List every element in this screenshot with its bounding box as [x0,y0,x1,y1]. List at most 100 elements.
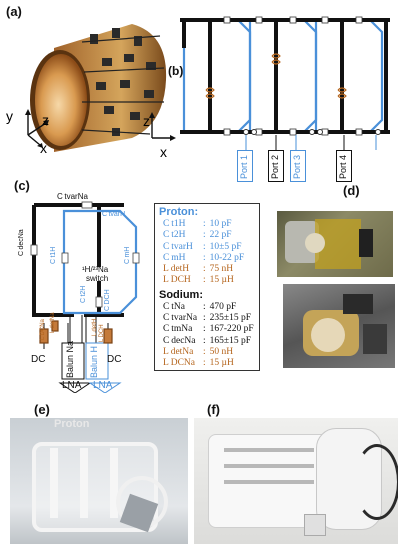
sodium-row: L detNa:50 nH [163,347,259,358]
proton-component-name: C mH [163,252,186,263]
proton-component-name: C t2H [163,230,186,241]
sodium-component-value: 235±15 pF [209,313,252,324]
sodium-loop [32,203,124,317]
cdecna-label: C decNa [18,229,25,256]
lna-2-label: LNA [93,380,113,391]
circuit-capacitors [30,201,140,308]
sodium-row: C tmNa:167-220 pF [163,324,259,335]
sodium-component-name: L detNa [163,346,194,357]
photo-d-bottom [283,284,395,368]
single-element-circuit [30,201,140,393]
switch-label-bottom: switch [86,274,109,283]
port-1-label: Port 1 [239,154,249,179]
sodium-component-name: L DCNa [163,358,195,369]
photo-e-label: Proton [54,418,90,430]
panel-label-d: (d) [343,183,360,198]
switch-label-top: ¹H/²³Na [82,265,109,274]
coil-components [90,28,156,136]
proton-separator: : [203,252,206,263]
balun-h-label: Balun H [89,345,99,378]
cmh-label: C mH [124,246,131,264]
proton-separator: : [203,275,206,286]
proton-separator: : [203,264,206,275]
port-2-label: Port 2 [270,154,280,179]
ctvarna-label: C tvarNa [57,192,88,201]
proton-component-value: 10 pF [209,219,232,229]
port-3-box: Port 3 [290,150,306,182]
axis-x-label: x [40,140,47,156]
port-3-label: Port 3 [292,154,302,179]
sodium-separator: : [203,335,206,346]
proton-row: L detH:75 nH [163,264,259,275]
proton-component-value: 75 nH [209,264,234,275]
sodium-separator: : [203,324,206,335]
ldeth-label: L detH [92,318,98,336]
ct1h-label: C t1H [50,246,57,264]
sodium-component-value: 165±15 pF [209,335,252,346]
proton-row: C mH:10-22 pF [163,253,259,264]
sodium-component-value: 470 pF [209,301,237,312]
proton-loops [182,18,384,134]
sodium-row: L DCNa:15 µH [163,358,259,369]
sodium-rails [180,18,390,134]
axes-b [149,112,176,141]
axes-a [25,109,49,148]
cdch-label: C DCH [104,289,111,311]
sodium-separator: : [203,313,206,324]
sodium-separator: : [203,358,206,369]
dc-2-label: DC [107,354,122,365]
proton-row: C t2H:22 pF [163,230,259,241]
proton-loop [62,209,138,315]
proton-separator: : [203,230,206,241]
port-4-label: Port 4 [338,154,348,179]
lna-h-triangle [88,382,122,393]
axis-b-z-label: z [143,113,150,129]
ldcna-label: L DCNa [40,319,46,340]
proton-component-name: C t1H [163,219,186,229]
panel-label-c: (c) [14,178,30,193]
coil-tap-points [243,129,381,135]
ldch-label: L DCH [99,324,105,342]
proton-component-value: 10-22 pF [209,252,245,263]
sodium-separator: : [203,346,206,357]
sodium-component-value: 167-220 pF [209,324,254,335]
port-1-box: Port 1 [237,150,253,182]
proton-row: C tvarH:10±5 pF [163,242,259,253]
balun-na-label: Balun Na [65,340,75,378]
sodium-component-name: C tNa [163,301,185,312]
proton-component-name: C tvarH [163,241,193,252]
proton-component-value: 22 pF [209,230,232,241]
proton-component-name: L DCH [163,275,191,286]
switch-bg [84,267,110,281]
sodium-component-name: C decNa [163,335,196,346]
sodium-row: C tNa:470 pF [163,302,259,313]
proton-component-value: 10±5 pF [209,241,242,252]
lna-1-label: LNA [62,380,82,391]
proton-component-value: 15 µH [209,275,234,286]
balun-h-box [85,342,109,380]
balun-na-box [61,342,85,380]
panel-label-a: (a) [6,4,22,19]
panel-label-e: (e) [34,402,50,417]
ldetna-label: L detNa [50,312,56,333]
rail-capacitors [223,16,363,136]
sodium-title: Sodium: [159,288,203,301]
proton-component-name: L detH [163,264,190,275]
sodium-component-name: C tmNa [163,324,193,335]
axis-b-x-label: x [160,144,167,160]
ct2h-label: C t2H [80,285,87,303]
axis-z-label: z [42,112,49,128]
coil-array-schematic [180,16,390,150]
ports [245,135,377,150]
dc-1-label: DC [31,354,46,365]
ctvarh-label: C tvarH [102,211,126,218]
sodium-row: C decNa:165±15 pF [163,336,259,347]
axis-y-label: y [6,108,13,124]
proton-title: Proton: [159,206,199,218]
proton-row: L DCH:15 µH [163,275,259,286]
lna-na-triangle [58,382,92,393]
sodium-row: C tvarNa:235±15 pF [163,313,259,324]
